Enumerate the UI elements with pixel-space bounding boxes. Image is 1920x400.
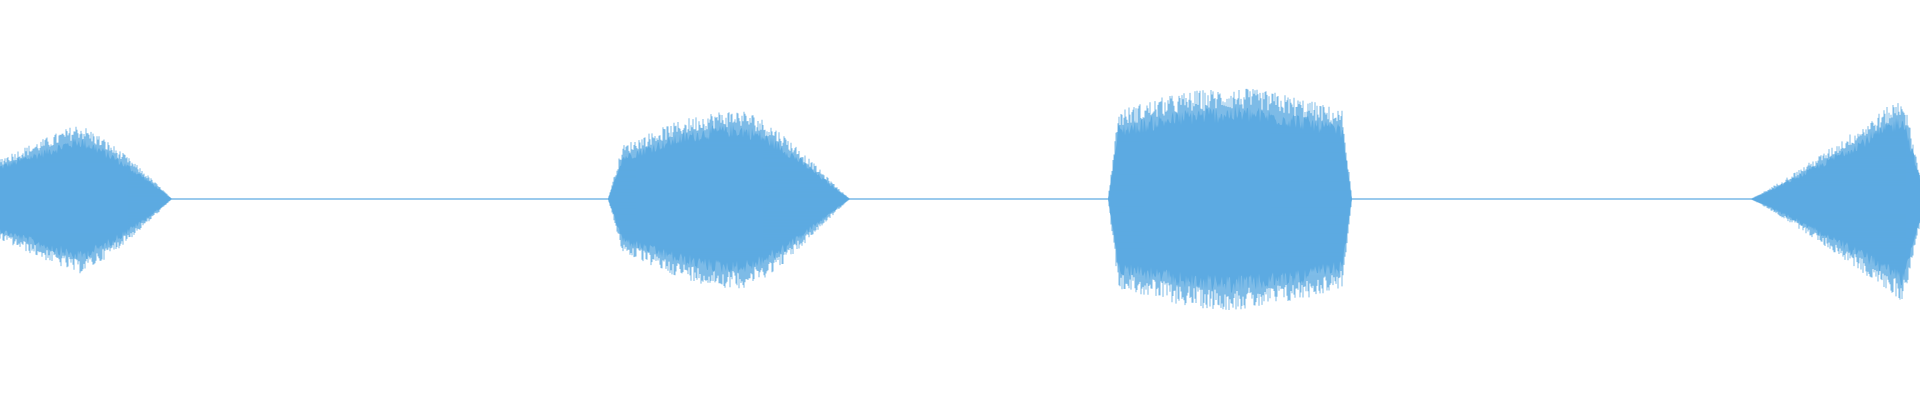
waveform-burst-1-spikes — [0, 126, 171, 274]
waveform-bursts — [0, 88, 1920, 310]
waveform-burst-2-spikes — [608, 111, 849, 289]
waveform-burst-3-spikes — [1108, 88, 1352, 310]
waveform-burst-4-spikes — [1752, 103, 1920, 300]
